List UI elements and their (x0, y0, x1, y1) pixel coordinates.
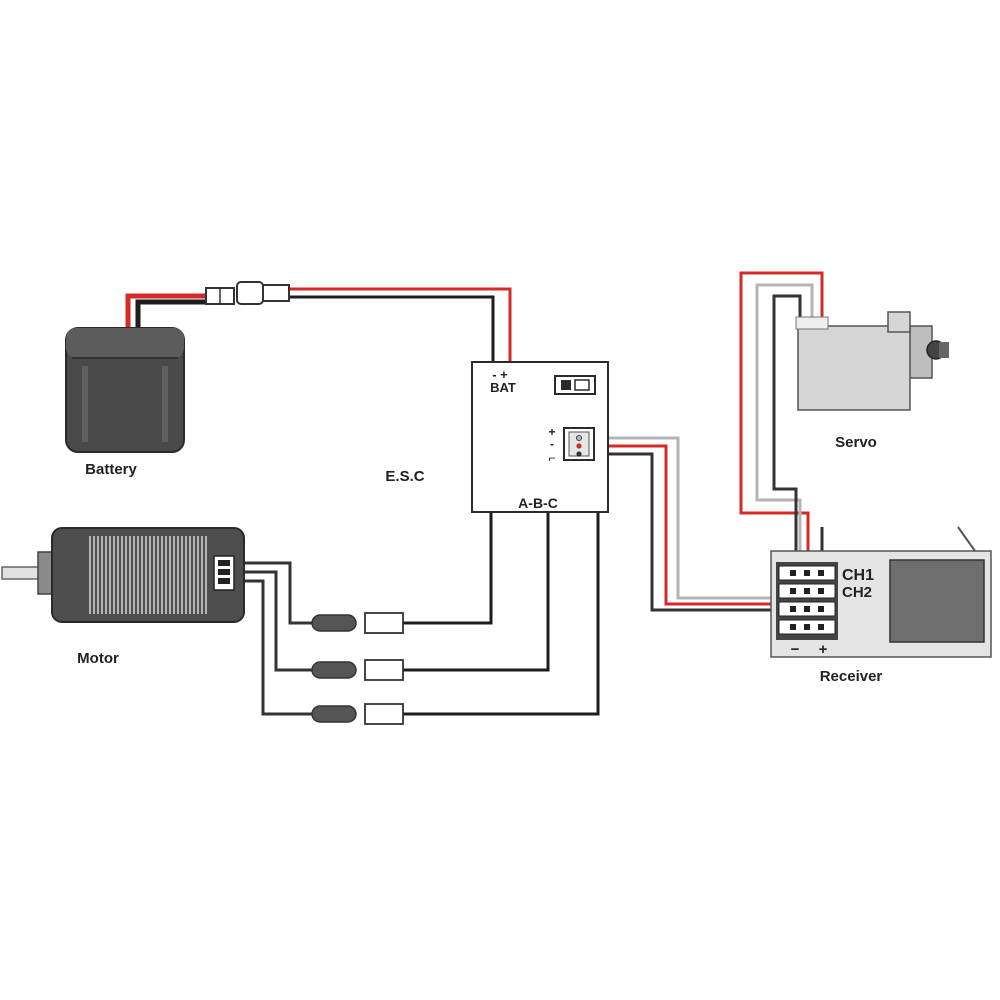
receiver (770, 550, 992, 658)
receiver-pin (818, 570, 824, 576)
esc-label: E.S.C (385, 468, 424, 485)
receiver-ch1-label: CH1 (842, 567, 874, 584)
esc-port-signal: ⌐ (548, 451, 555, 465)
battery-red-wire (125, 293, 208, 332)
esc-wire-c (403, 510, 600, 716)
esc-wire-b (403, 510, 550, 672)
receiver-pin (804, 588, 810, 594)
receiver-ch2-label: CH2 (842, 584, 872, 601)
esc-bat-label: BAT (490, 380, 516, 395)
esc-wire-a (403, 510, 493, 625)
esc-bat-polarity: - + (492, 367, 508, 382)
receiver-plus-label: + (819, 641, 828, 658)
receiver-pins (790, 570, 824, 630)
esc-port-minus: - (550, 437, 554, 451)
battery-label: Battery (85, 461, 137, 478)
receiver-pin (804, 606, 810, 612)
servo-label: Servo (835, 434, 877, 451)
servo-dark-wire (772, 294, 802, 574)
esc (471, 361, 609, 513)
receiver-pin (818, 606, 824, 612)
motor-wire-c (242, 579, 318, 716)
wires (125, 271, 976, 716)
receiver-pin (804, 570, 810, 576)
esc-signal-white-wire (594, 436, 790, 600)
servo-white-wire (755, 283, 814, 574)
esc-port-plus: + (548, 425, 555, 439)
battery-connector (205, 281, 290, 305)
esc-bat-black-wire (288, 295, 495, 364)
battery (65, 327, 185, 453)
receiver-pin (790, 570, 796, 576)
receiver-pin (818, 588, 824, 594)
receiver-antenna (957, 526, 976, 552)
servo-red-wire (739, 271, 824, 574)
battery-black-wire (135, 299, 208, 332)
motor-label: Motor (77, 650, 119, 667)
motor-connectors (311, 612, 404, 725)
receiver-module (889, 559, 985, 643)
motor-cooling-fins (89, 536, 207, 614)
receiver-pin (790, 624, 796, 630)
esc-signal-red-wire (594, 444, 790, 606)
receiver-pin (790, 588, 796, 594)
receiver-label: Receiver (820, 668, 883, 685)
receiver-pin (790, 606, 796, 612)
esc-signal-dark-wire (594, 452, 790, 612)
receiver-minus-label: − (791, 641, 800, 658)
servo (795, 311, 949, 411)
receiver-pin (804, 624, 810, 630)
motor-shaft (1, 566, 43, 580)
esc-abc-label: A-B-C (518, 495, 558, 511)
motor-wire-b (242, 570, 318, 672)
motor-wire-a (242, 561, 318, 625)
receiver-pin (818, 624, 824, 630)
esc-bat-red-wire (288, 287, 512, 364)
motor (1, 527, 245, 623)
